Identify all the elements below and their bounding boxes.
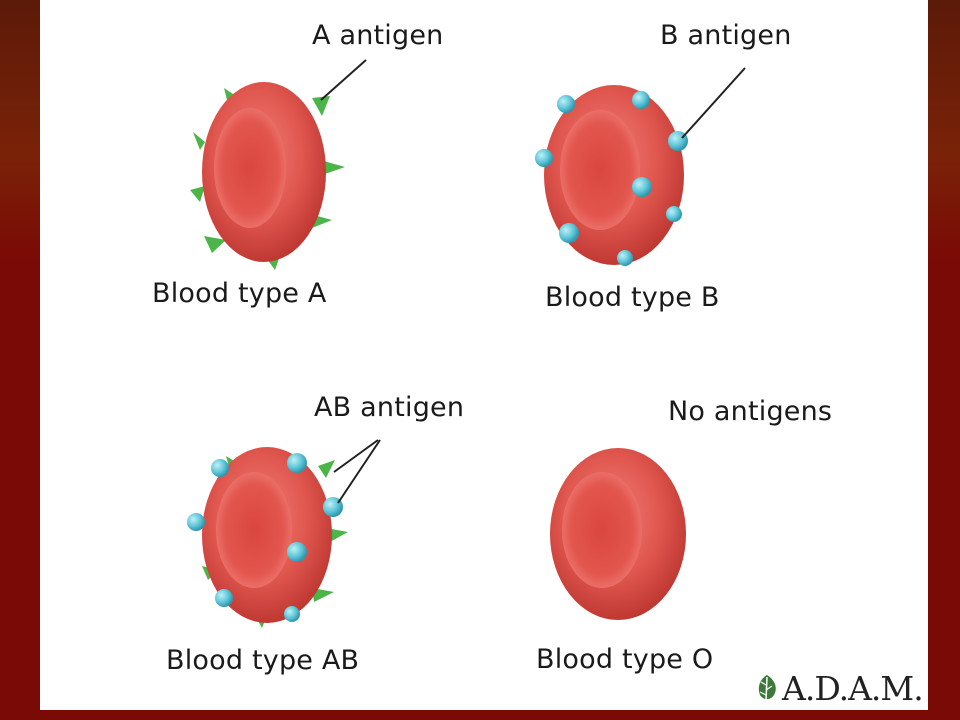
blood-type-o-caption: Blood type O bbox=[536, 644, 714, 675]
cell-dimple bbox=[562, 472, 642, 588]
cell-dimple bbox=[214, 108, 286, 228]
b-antigen-pointer-line bbox=[681, 67, 746, 139]
leaf-icon bbox=[758, 675, 776, 702]
slide-panel bbox=[40, 0, 928, 710]
cell-type-b bbox=[535, 67, 746, 266]
antigen-b-balls bbox=[187, 453, 343, 622]
blood-type-a-caption: Blood type A bbox=[152, 278, 327, 309]
blood-type-b-caption: Blood type B bbox=[545, 282, 720, 313]
no-antigens-label: No antigens bbox=[668, 396, 833, 427]
cell-dimple bbox=[560, 110, 640, 230]
cell-type-a bbox=[190, 59, 367, 270]
cell-dimple bbox=[216, 472, 292, 588]
logo-text: A.D.A.M. bbox=[782, 668, 924, 708]
cell-type-ab bbox=[187, 439, 381, 628]
ab-antigen-pointer-line-1 bbox=[333, 439, 379, 473]
a-antigen-label: A antigen bbox=[312, 20, 444, 51]
ab-antigen-pointer-line-2 bbox=[337, 439, 381, 504]
b-antigen-label: B antigen bbox=[660, 20, 792, 51]
adam-logo: A.D.A.M. bbox=[754, 668, 924, 708]
blood-type-ab-caption: Blood type AB bbox=[166, 645, 360, 676]
cell-type-o bbox=[550, 448, 686, 620]
a-antigen-pointer-line bbox=[320, 59, 367, 101]
ab-antigen-label: AB antigen bbox=[314, 392, 465, 423]
